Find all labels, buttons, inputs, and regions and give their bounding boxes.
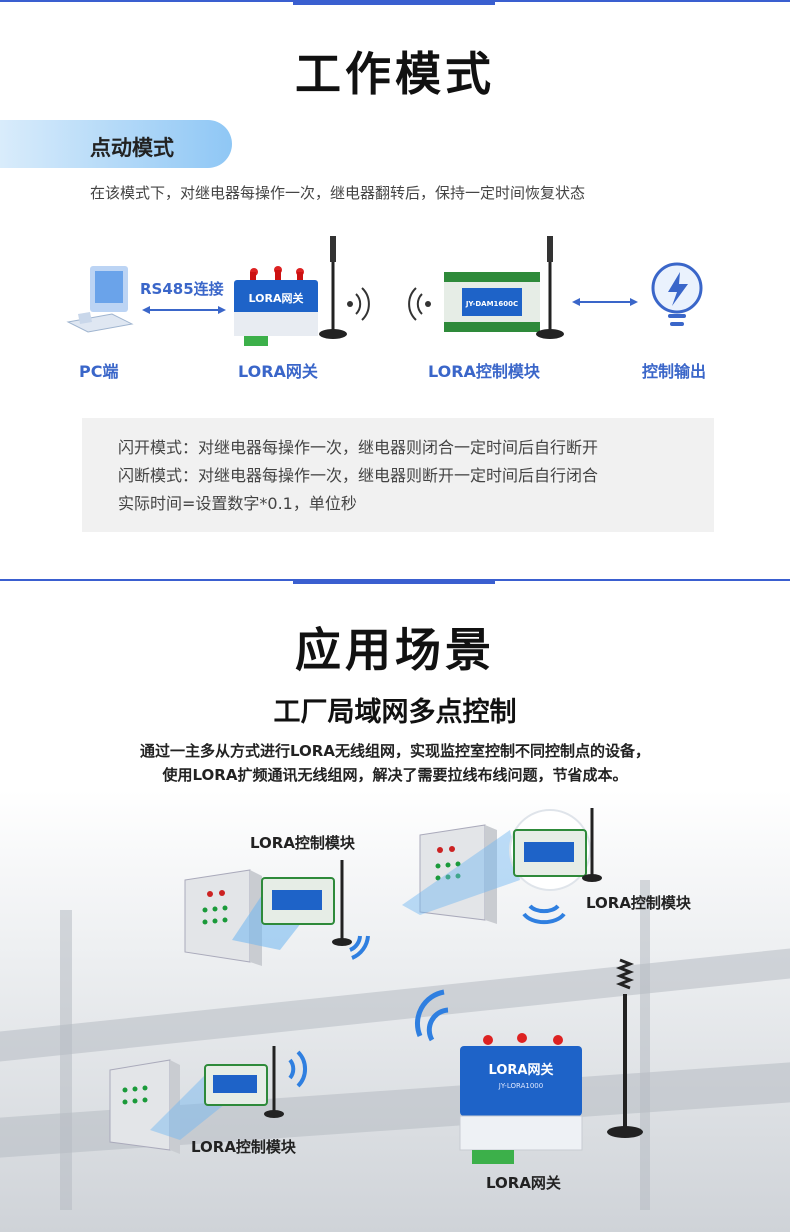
- section-title-working-mode: 工作模式: [295, 47, 495, 101]
- antenna-icon: [332, 860, 352, 946]
- scene-label-module: LORA控制模块: [250, 834, 355, 852]
- scene-illustration: LORA网关 JY-LORA1000: [109, 808, 643, 1164]
- pc-icon: [66, 266, 134, 333]
- antenna-icon: [607, 958, 643, 1138]
- control-cabinet: [109, 1059, 180, 1154]
- control-module-image: [513, 829, 587, 877]
- signal-icon: [288, 1050, 308, 1088]
- signal-left-icon: [408, 287, 431, 321]
- application-description-line: 通过一主多从方式进行LORA无线组网，实现监控室控制不同控制点的设备，: [140, 742, 650, 760]
- info-line: 闪开模式：对继电器每操作一次，继电器则闭合一定时间后自行断开: [118, 438, 599, 457]
- info-line: 闪断模式：对继电器每操作一次，继电器则断开一定时间后自行闭合: [118, 466, 599, 485]
- mode-info-box: 闪开模式：对继电器每操作一次，继电器则闭合一定时间后自行断开 闪断模式：对继电器…: [82, 418, 714, 532]
- control-cabinet: [419, 824, 497, 924]
- control-module-image: [261, 877, 335, 925]
- application-subtitle: 工厂局域网多点控制: [273, 697, 517, 728]
- gateway-device-image: LORA网关: [234, 266, 318, 346]
- mode-description: 在该模式下，对继电器每操作一次，继电器翻转后，保持一定时间恢复状态: [90, 184, 586, 202]
- signal-icon: [522, 904, 566, 925]
- antenna-icon: [582, 808, 602, 882]
- output-label: 控制输出: [642, 362, 707, 381]
- control-module-image: [204, 1064, 268, 1106]
- module-device-title: JY-DAM1600C: [465, 300, 518, 308]
- info-line: 实际时间=设置数字*0.1，单位秒: [118, 494, 357, 513]
- gateway-device-image: LORA网关 JY-LORA1000: [459, 1033, 583, 1164]
- scene-label-module: LORA控制模块: [586, 894, 691, 912]
- gateway-device-title: LORA网关: [489, 1062, 554, 1078]
- mode-pill: 点动模式: [0, 120, 232, 168]
- rs485-arrow: [142, 306, 226, 314]
- application-description-line: 使用LORA扩频通讯无线组网，解决了需要拉线布线问题，节省成本。: [162, 766, 628, 784]
- scene-label-module: LORA控制模块: [191, 1138, 296, 1156]
- section-divider: [0, 579, 790, 584]
- lightbulb-icon: [651, 262, 703, 326]
- mode-pill-label: 点动模式: [90, 136, 174, 160]
- gateway-label: LORA网关: [238, 362, 318, 381]
- signal-icon: [349, 935, 370, 960]
- module-label: LORA控制模块: [428, 362, 540, 381]
- flow-diagram: LORA网关 JY-DAM1600C: [66, 236, 703, 346]
- signal-icon: [414, 989, 449, 1042]
- scene-label-gateway: LORA网关: [486, 1174, 561, 1192]
- antenna-icon: [319, 236, 347, 339]
- signal-right-icon: [347, 287, 370, 321]
- rs485-label: RS485连接: [140, 280, 224, 298]
- factory-scene: LORA网关 JY-LORA1000 LORA控制模块 LORA控制模块 LOR…: [0, 790, 790, 1232]
- output-arrow: [572, 298, 638, 306]
- pc-label: PC端: [79, 362, 119, 381]
- section-title-application: 应用场景: [295, 623, 495, 677]
- antenna-icon: [536, 236, 564, 339]
- gateway-device-model: JY-LORA1000: [498, 1082, 543, 1090]
- antenna-icon: [264, 1046, 284, 1118]
- top-divider: [0, 0, 790, 5]
- control-module-image: JY-DAM1600C: [444, 272, 540, 332]
- gateway-device-title: LORA网关: [249, 291, 304, 305]
